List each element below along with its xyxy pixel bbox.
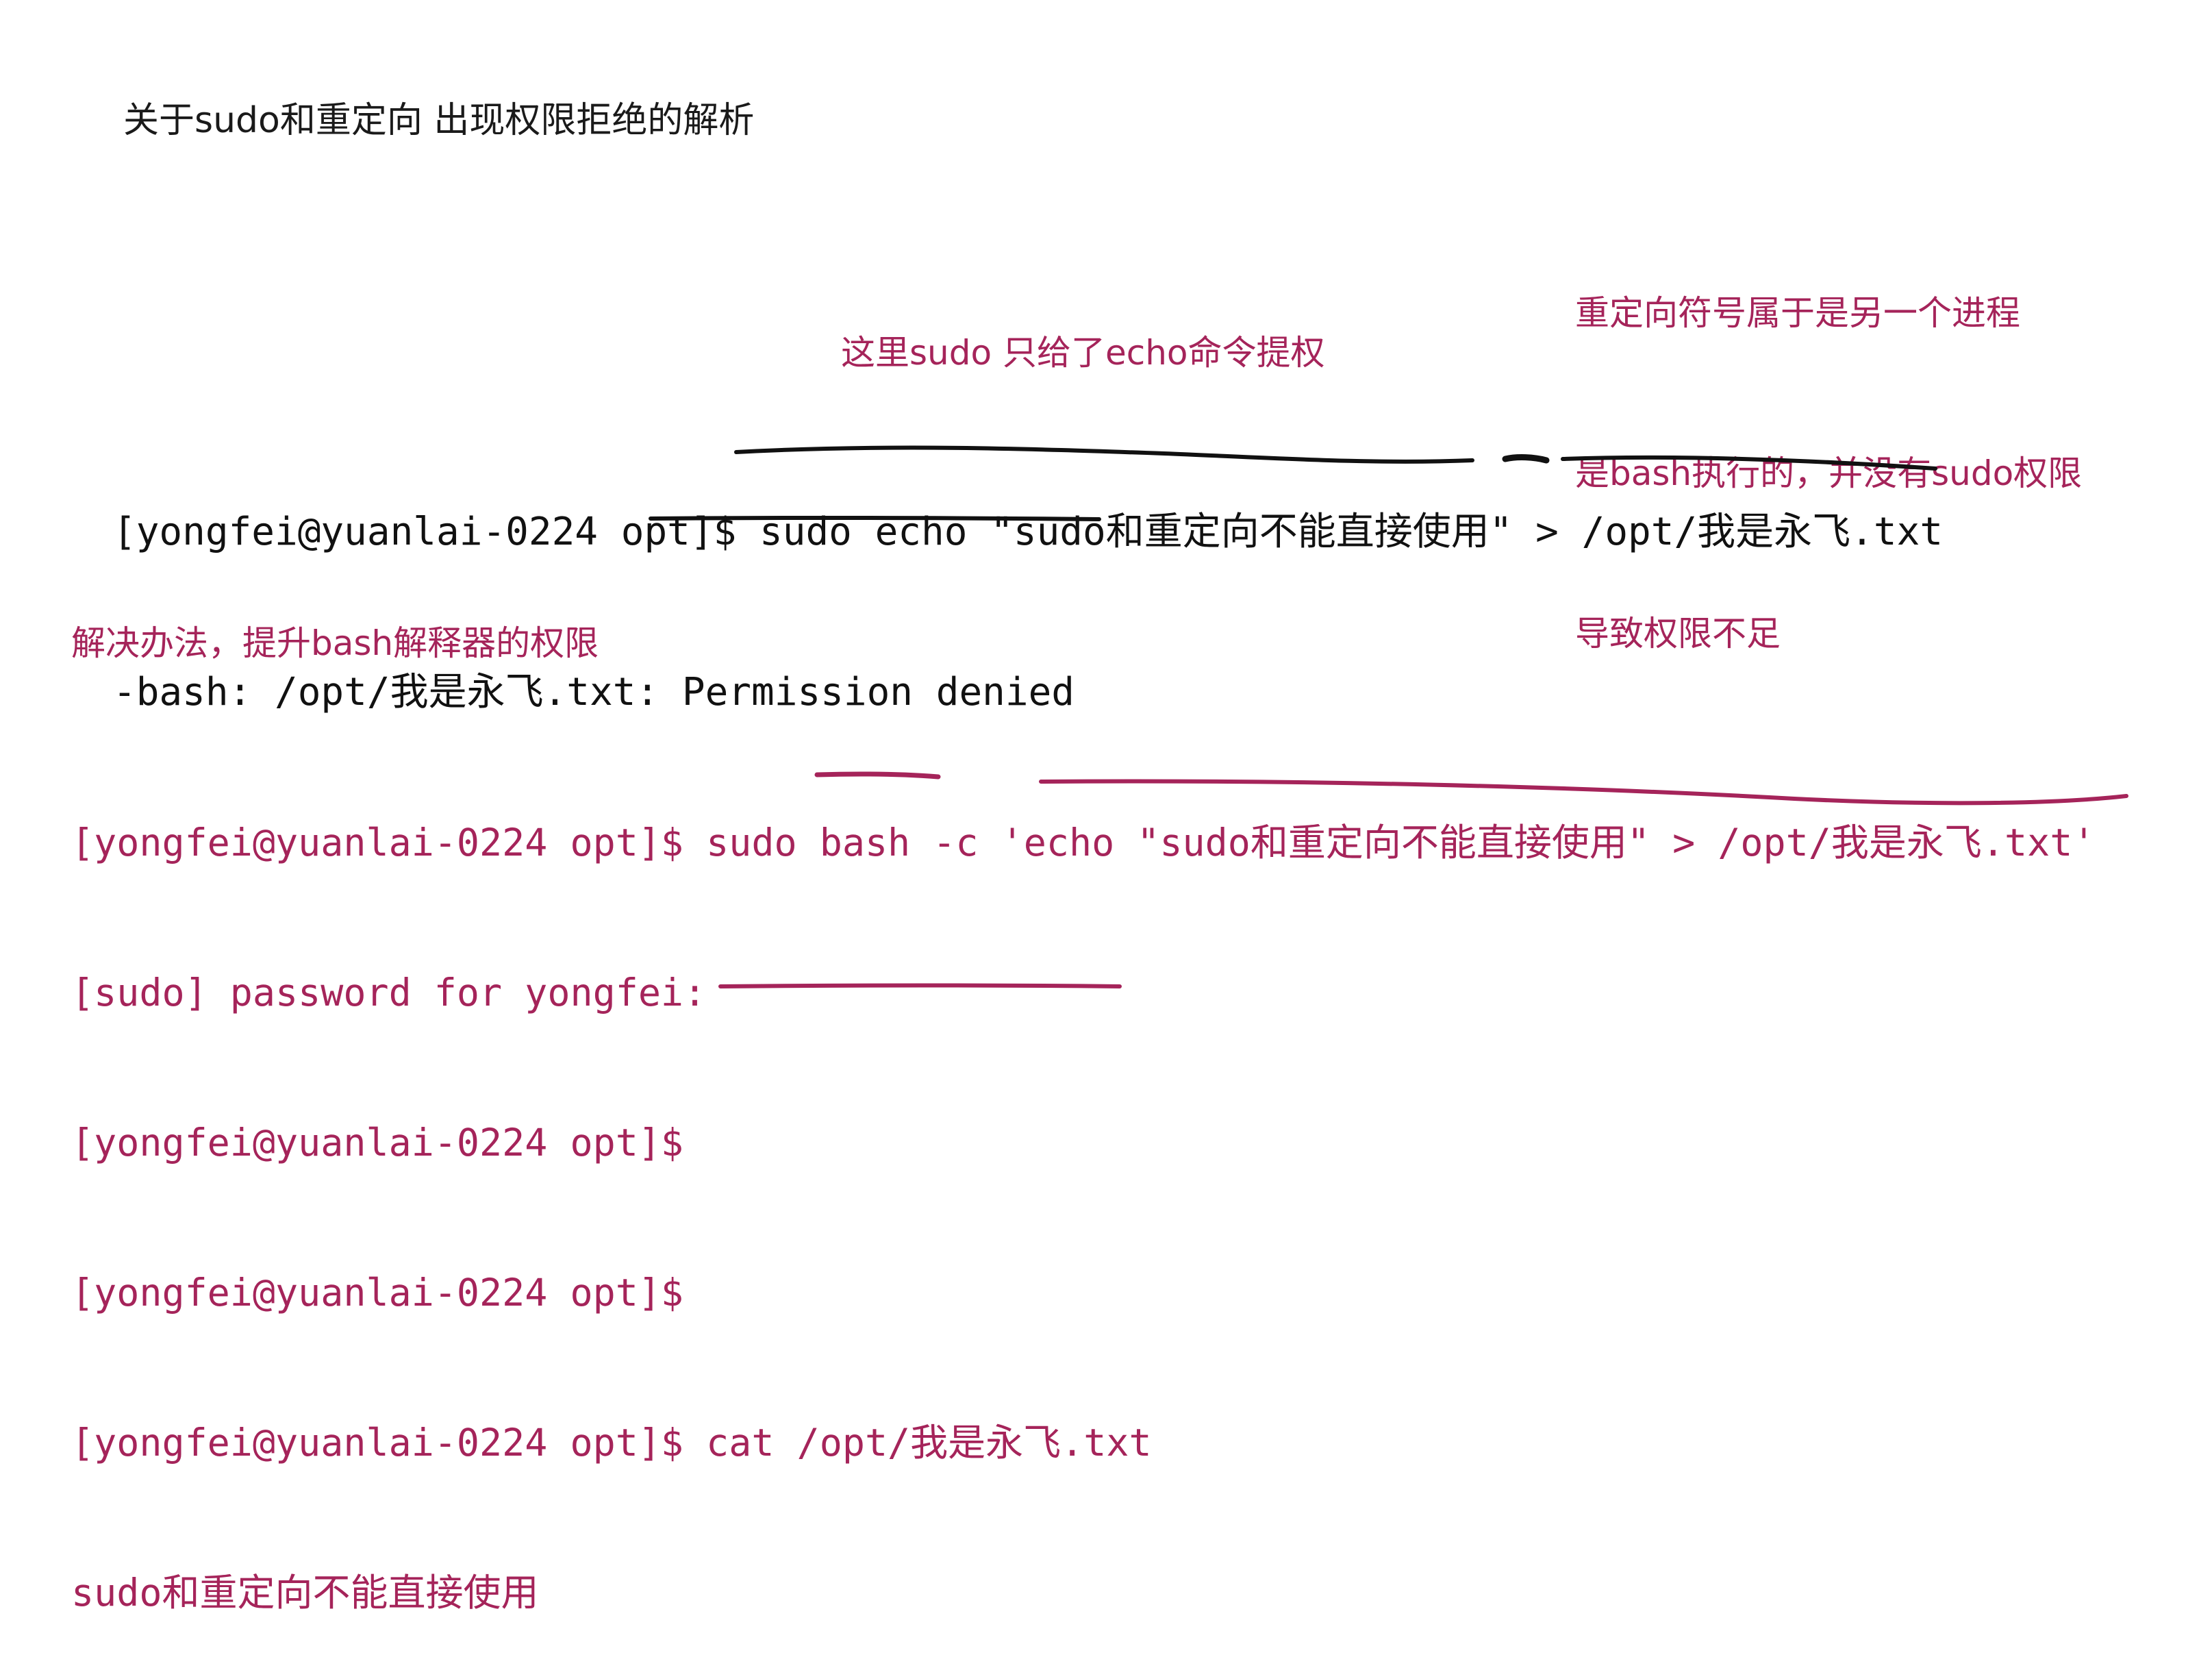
solution-command-line: [yongfei@yuanlai-0224 opt]$ sudo bash -c…: [71, 821, 2096, 864]
redirect-note-line-1: 重定向符号属于是另一个进程: [1575, 293, 2020, 333]
whiteboard-canvas: { "heading": "关于sudo和重定向 出现权限拒绝的解析", "an…: [71, 100, 2128, 1615]
sudo-scope-note: 这里sudo 只给了echo命令提权: [841, 333, 1325, 373]
empty-prompt-line-2: [yongfei@yuanlai-0224 opt]$: [71, 1271, 684, 1315]
page-title: 关于sudo和重定向 出现权限拒绝的解析: [123, 100, 755, 141]
redirect-note-line-3: 导致权限不足: [1575, 614, 1781, 653]
solution-terminal-block: [yongfei@yuanlai-0224 opt]$ sudo bash -c…: [71, 718, 2095, 1668]
cat-command-line: [yongfei@yuanlai-0224 opt]$ cat /opt/我是永…: [71, 1421, 1152, 1465]
solution-note: 解决办法，提升bash解释器的权限: [71, 623, 599, 663]
sudo-password-prompt-line: [sudo] password for yongfei:: [71, 971, 707, 1015]
permission-denied-line: -bash: /opt/我是永飞.txt: Permission denied: [113, 670, 1075, 714]
problem-command-line: [yongfei@yuanlai-0224 opt]$ sudo echo "s…: [113, 510, 1944, 554]
file-content-output-line: sudo和重定向不能直接使用: [71, 1571, 539, 1615]
empty-prompt-line-1: [yongfei@yuanlai-0224 opt]$: [71, 1121, 684, 1165]
problem-terminal-block: [yongfei@yuanlai-0224 opt]$ sudo echo "s…: [113, 399, 1943, 773]
